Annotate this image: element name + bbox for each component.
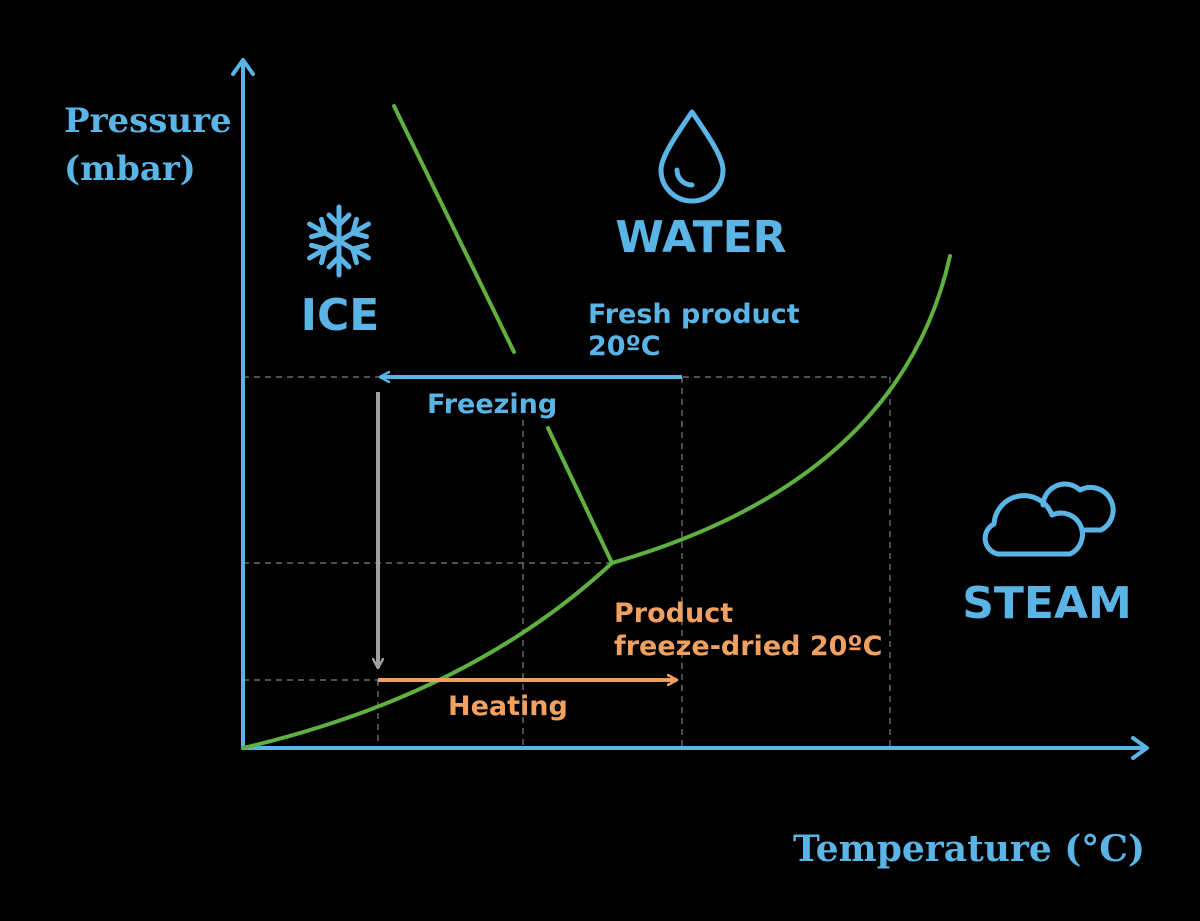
fresh-product-label-line2: 20ºC [588,331,661,362]
freezing-label: Freezing [427,389,557,420]
product-label-line1: Product [614,598,733,629]
x-axis-arrowhead [1131,736,1149,760]
region-label-ice: ICE [301,290,380,341]
vaporization-curve [610,254,952,565]
y-axis-title-line2: (mbar) [64,149,196,189]
melting-curve-lower [546,426,614,565]
region-label-water: WATER [615,212,786,263]
cloud-icon [982,481,1116,557]
melting-curve-upper [392,104,516,354]
snowflake-icon [307,204,371,278]
fresh-product-label-line1: Fresh product [588,299,800,330]
x-axis-title: Temperature (°C) [793,828,1145,870]
y-axis-title-line1: Pressure [64,101,232,141]
sublimation-curve [241,561,614,750]
water-drop-icon [658,109,726,204]
product-label-line2: freeze-dried 20ºC [614,631,882,662]
region-label-steam: STEAM [962,578,1132,629]
phase-boundaries [241,104,952,750]
y-axis-arrowhead [231,58,255,76]
axes [231,58,1149,760]
heating-label: Heating [448,691,568,722]
